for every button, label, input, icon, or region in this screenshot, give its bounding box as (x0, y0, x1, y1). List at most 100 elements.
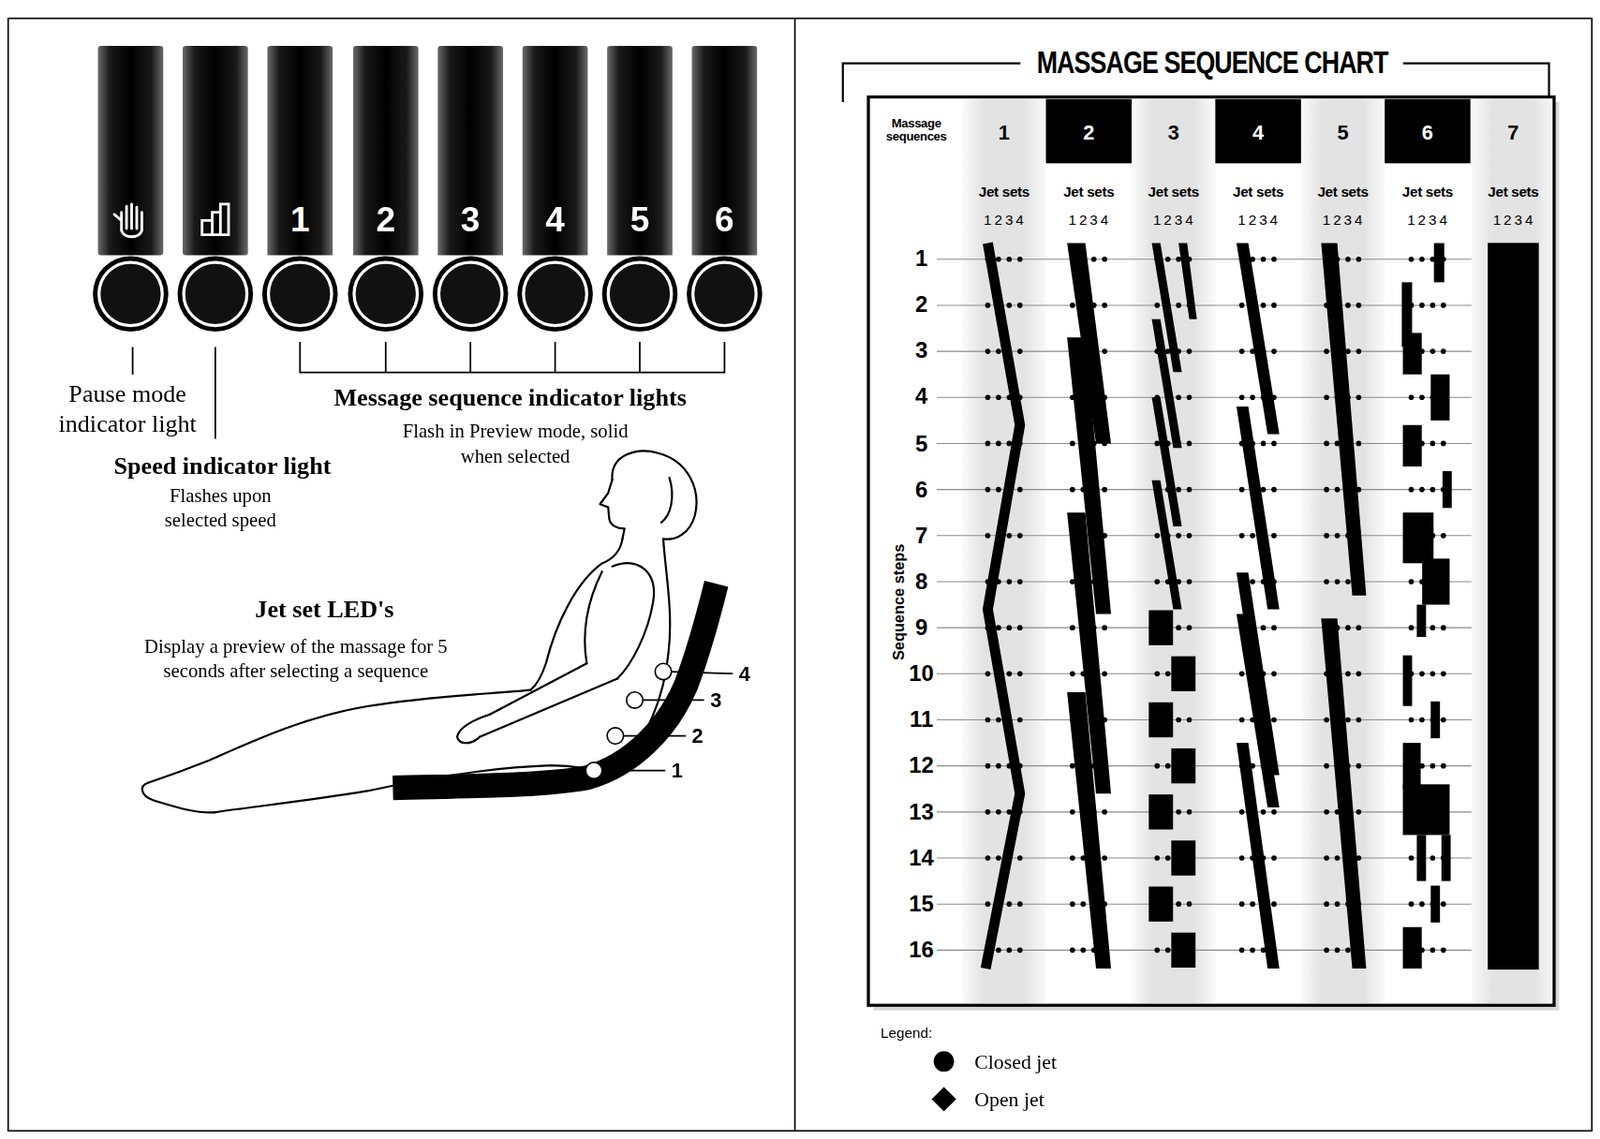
drawing-part: 2 (1058, 121, 1120, 145)
indicator-tube (182, 45, 249, 255)
drawing-part (1419, 717, 1425, 724)
step-number: 9 (915, 614, 928, 640)
drawing-part (1345, 302, 1351, 309)
drawing-part (1260, 624, 1267, 631)
drawing-part (1006, 624, 1012, 631)
button-rim (92, 255, 169, 332)
drawing-part (1069, 809, 1076, 815)
drawing-part (1080, 948, 1086, 954)
drawing-part (1154, 670, 1160, 677)
drawing-part (1186, 624, 1193, 631)
drawing-part (1236, 742, 1280, 969)
drawing-part: Jet sets (962, 183, 1045, 200)
drawing-part (1148, 794, 1173, 830)
button-rim (347, 255, 424, 332)
drawing-part: 4 (901, 385, 943, 410)
column-band (1301, 99, 1385, 1004)
drawing-part (1408, 394, 1415, 400)
drawing-part: Jet sets (1048, 183, 1130, 200)
button-rim (262, 255, 339, 332)
drawing-part (1165, 763, 1171, 770)
step-line (936, 857, 1472, 859)
drawing-part (1440, 763, 1447, 770)
button-number: 6 (714, 200, 735, 239)
drawing-part (1154, 948, 1160, 954)
drawing-part (585, 663, 672, 779)
drawing-part (1416, 834, 1426, 881)
drawing-part (1419, 487, 1425, 493)
drawing-part (1260, 441, 1267, 447)
drawing-part (1323, 763, 1330, 770)
drawing-part (1069, 855, 1076, 861)
drawing-part (1154, 763, 1160, 770)
step-number: 6 (915, 475, 928, 502)
drawing-part: 6 (901, 477, 943, 503)
drawing-part (1408, 256, 1415, 263)
column-subheader: Jet sets (978, 183, 1030, 200)
drawing-part (1430, 855, 1437, 861)
column-band (1471, 99, 1556, 1004)
drawing-part (1440, 717, 1447, 724)
drawing-part (1017, 624, 1023, 631)
step-number: 8 (915, 568, 928, 594)
drawing-part (1017, 901, 1023, 907)
drawing-part (1334, 487, 1341, 493)
drawing-part (995, 763, 1002, 770)
drawing-part (1440, 901, 1447, 907)
step-line (936, 627, 1472, 629)
drawing-part (1006, 302, 1012, 309)
drawing-part (985, 302, 992, 309)
drawing-part (1440, 533, 1447, 539)
drawing-part (1334, 578, 1341, 585)
drawing-part (985, 670, 992, 677)
column-band (962, 99, 1046, 1004)
drawing-part (1430, 763, 1437, 770)
drawing-part (1152, 319, 1183, 449)
callout-number: 3 (710, 688, 722, 712)
speed-note: Flashes upon selected speed (164, 485, 277, 532)
drawing-part: 7 (901, 523, 943, 549)
drawing-part (600, 479, 625, 539)
drawing-part: 10 (901, 661, 943, 686)
drawing-part (1249, 394, 1256, 400)
drawing-part (1434, 243, 1445, 283)
drawing-part (1148, 702, 1173, 738)
drawing-part: 5 (1312, 121, 1374, 145)
drawing-part (1408, 578, 1415, 585)
drawing-part (1440, 948, 1447, 954)
drawing-part (1323, 578, 1330, 585)
drawing-part (1017, 533, 1023, 539)
button-rim (177, 255, 254, 332)
drawing-part (1271, 533, 1277, 539)
step-number: 11 (909, 706, 934, 732)
drawing-part (457, 714, 490, 744)
drawing-part (1271, 717, 1277, 724)
drawing-part (1356, 302, 1363, 309)
sequence-button: 2 (353, 45, 419, 255)
drawing-part (1239, 809, 1245, 815)
drawing-part (1271, 855, 1277, 861)
drawing-part: 1 (973, 121, 1035, 145)
drawing-part: Jet set LED's (171, 594, 478, 625)
column-subheader: Jet sets (1232, 183, 1284, 200)
drawing-part (985, 348, 992, 355)
drawing-part (1323, 441, 1330, 447)
jet-numbers: 1234 (1153, 211, 1197, 228)
drawing-part (1356, 624, 1363, 631)
indicator-tube (98, 45, 164, 255)
drawing-part (1175, 624, 1182, 631)
drawing-part (995, 487, 1002, 493)
drawing-part: 1234 (1397, 211, 1459, 228)
drawing-part (995, 256, 1002, 263)
drawing-part: 1234 (1483, 211, 1545, 228)
drawing-part: 16 (901, 937, 943, 963)
drawing-part (1017, 948, 1023, 954)
drawing-part (1186, 441, 1193, 447)
drawing-part (1239, 670, 1245, 677)
drawing-part: Jet sets (1217, 183, 1300, 200)
drawing-part (1323, 855, 1330, 861)
drawing-part (985, 441, 992, 447)
drawing-part (1345, 578, 1351, 585)
drawing-part (612, 562, 654, 679)
